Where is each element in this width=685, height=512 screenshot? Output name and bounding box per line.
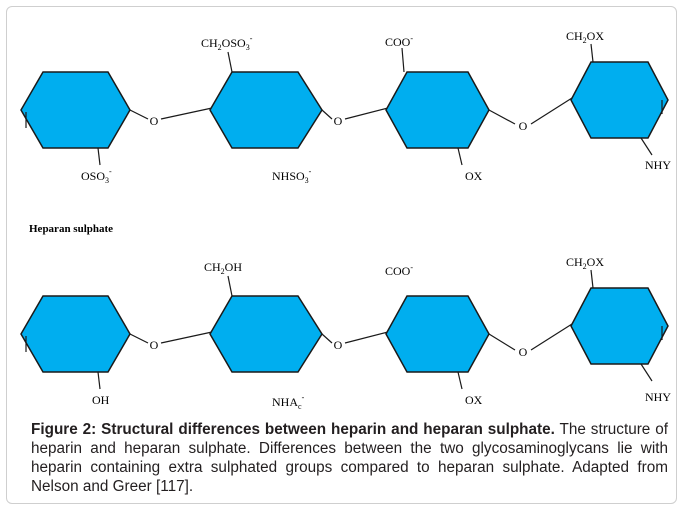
heparin-linker-1-bond-right xyxy=(160,107,213,120)
heparan-ring-1-substituent: OH xyxy=(92,393,110,407)
heparin-structure: O O O OSO3- CH2OSO3- NHSO3- COO- OX CH2O… xyxy=(20,29,671,185)
heparin-ring-3-bottom-substituent: OX xyxy=(465,169,483,183)
heparan-ring-1-substituent-bond xyxy=(97,371,101,390)
heparin-ring-2-top-substituent: CH2OSO3- xyxy=(201,34,253,52)
caption-title: Figure 2: Structural differences between… xyxy=(31,421,555,438)
heparin-ring-4-bottom-bond xyxy=(640,137,653,156)
heparin-ring-1-substituent-bond xyxy=(97,147,101,166)
heparan-ring-2-bottom-substituent: NHAc- xyxy=(272,393,305,411)
heparan-linker-3-bond-right xyxy=(530,323,573,351)
heparan-linker-2: O xyxy=(334,338,343,352)
heparan-linker-3-bond-left xyxy=(488,333,516,351)
heparan-linker-2-bond-right xyxy=(344,331,389,344)
heparan-ring-3-top-substituent: COO- xyxy=(385,263,413,278)
heparin-linker-3: O xyxy=(519,119,528,133)
heparin-ring-1 xyxy=(20,71,131,149)
figure-caption: Figure 2: Structural differences between… xyxy=(31,420,668,496)
heparan-linker-1: O xyxy=(150,338,159,352)
heparan-ring-4-top-bond xyxy=(590,269,594,289)
heparin-linker-2-bond-left xyxy=(321,109,333,120)
heparin-ring-4-bottom-substituent: NHY xyxy=(645,158,671,172)
heparin-ring-4 xyxy=(570,61,669,139)
heparan-ring-1 xyxy=(20,295,131,373)
heparin-ring-3 xyxy=(385,71,490,149)
heparin-ring-2 xyxy=(209,71,323,149)
heparin-ring-2-top-bond xyxy=(227,51,233,73)
caption-body: The structure of heparin and heparan sul… xyxy=(31,421,668,495)
heparin-ring-2-bottom-substituent: NHSO3- xyxy=(272,167,312,185)
heparan-linker-1-bond-right xyxy=(160,331,213,344)
heparan-ring-4 xyxy=(570,287,669,365)
section-label: Heparan sulphate xyxy=(29,223,113,235)
heparin-linker-3-bond-right xyxy=(530,97,573,125)
heparan-linker-3: O xyxy=(519,345,528,359)
heparin-linker-2: O xyxy=(334,114,343,128)
heparan-sulphate-structure: O O O OH CH2OH NHAc- COO- OX CH2OX NHY xyxy=(20,255,671,411)
heparan-ring-3-bottom-bond xyxy=(457,371,463,390)
heparin-ring-3-top-substituent: COO- xyxy=(385,34,413,49)
heparin-ring-4-top-bond xyxy=(590,43,594,63)
heparin-linker-2-bond-right xyxy=(344,107,389,120)
heparin-linker-1-bond-left xyxy=(129,109,149,120)
heparan-ring-4-bottom-substituent: NHY xyxy=(645,390,671,404)
heparan-ring-2-top-substituent: CH2OH xyxy=(204,260,242,276)
heparin-ring-3-bottom-bond xyxy=(457,147,463,166)
heparan-ring-4-bottom-bond xyxy=(640,363,653,382)
heparan-linker-1-bond-left xyxy=(129,333,149,344)
heparin-ring-1-substituent: OSO3- xyxy=(81,167,112,185)
heparin-ring-4-top-substituent: CH2OX xyxy=(566,29,604,45)
heparan-ring-3 xyxy=(385,295,490,373)
heparin-linker-1: O xyxy=(150,114,159,128)
heparan-ring-2-top-bond xyxy=(227,275,233,297)
heparin-linker-3-bond-left xyxy=(488,109,516,125)
heparan-linker-2-bond-left xyxy=(321,333,333,344)
heparan-ring-4-top-substituent: CH2OX xyxy=(566,255,604,271)
heparin-ring-3-top-bond xyxy=(401,47,405,73)
heparan-ring-3-bottom-substituent: OX xyxy=(465,393,483,407)
heparan-ring-2 xyxy=(209,295,323,373)
